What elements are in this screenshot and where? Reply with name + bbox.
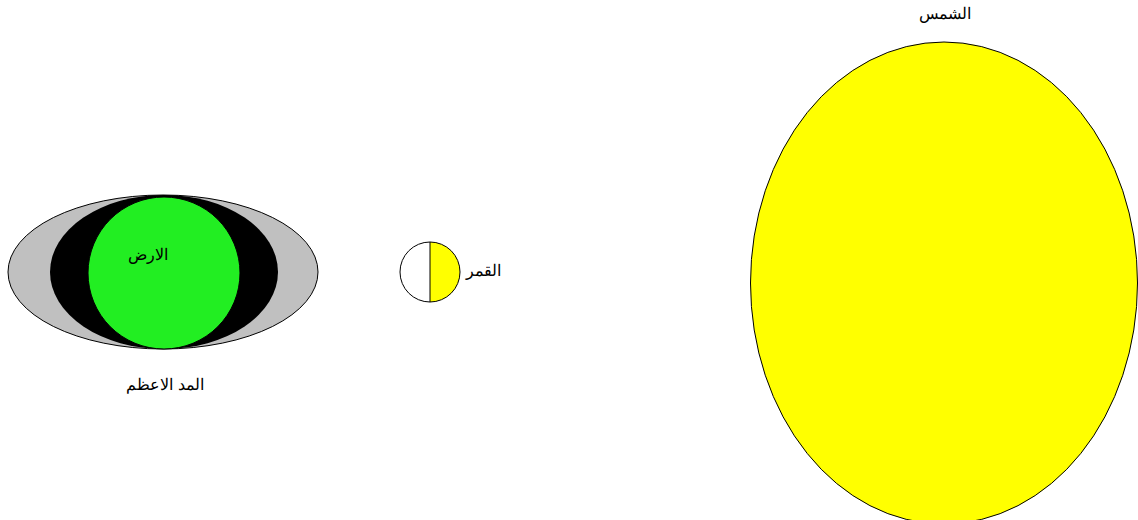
node-label: الشمس [919,4,971,23]
earth-circle-outline [88,197,240,349]
tide-bulge-outer [8,195,318,349]
moon-circle-outline [400,242,460,302]
earth-circle: الارض [88,197,240,349]
tide-bulge-inner [50,195,278,349]
tide-label: المد الاعظم [126,375,203,394]
sun-ellipse-outline [750,42,1138,520]
node-label: الارض [128,245,168,264]
node-label: القمر [466,261,501,280]
moon-circle: القمر [400,242,460,302]
sun-ellipse: الشمس [750,42,1138,520]
